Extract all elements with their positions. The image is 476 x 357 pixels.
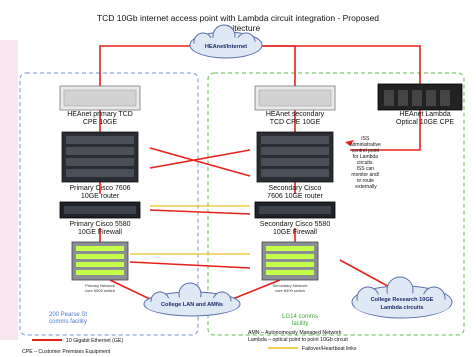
cpe-primary-label-line1: HEAnet primary TCD [67,111,133,118]
heanet-cloud-label: HEAnet/Internet [205,44,247,50]
switch-primary-label-line2: core 6509 switch [85,288,115,293]
cpe-primary-label-line2: CPE 10GE [83,119,118,126]
iss-line-7: or route [357,178,374,184]
iss-line-6: monitor and/ [351,172,379,178]
iss-line-5: ISS can [357,166,375,172]
secondary-facility-label-line2: facility [292,321,309,327]
college-lan-cloud-label: College LAN and AMNs [161,302,223,308]
legend-amn-text: AMN – Autonomously Managed Network [248,330,342,336]
legend-gige-text: 10 Gigabit Ethernet (GE) [66,338,123,344]
iss-annotation-text: ISS administrative control point for Lam… [350,136,382,190]
cpe-secondary-device [254,85,336,111]
router-primary-device [61,131,139,183]
research-lambda-cloud [351,276,453,319]
iss-line-8: externally [355,184,377,190]
lambda-cpe-label-line2: Optical 10GE CPE [396,119,454,126]
cpe-secondary-label-line1: HEAnet secondary [266,111,325,118]
router-primary-label-line1: Primary Cisco 7606 [69,185,130,192]
primary-facility-label-line2: comms facility [49,319,87,325]
failover-links [130,205,250,255]
iss-annotation: ISS administrative control point for Lam… [345,136,382,190]
lambda-cpe-device [377,83,463,111]
cpe-primary-device [59,85,141,111]
switch-secondary-device [261,241,319,281]
firewall-primary-label-line2: 10GE Firewall [78,229,122,236]
gige-links [99,45,421,301]
heanet-internet-cloud [189,24,263,59]
firewall-primary-label-line1: Primary Cisco 5580 [69,221,130,228]
secondary-facility-boundary [207,72,465,336]
iss-line-4: circuits. [357,160,374,166]
link-cross-1 [149,147,251,177]
firewall-secondary-label-line1: Secondary Cisco 5580 [260,221,331,228]
link-primary-switch-lan [109,279,153,301]
link-cloud-primary-cpe [99,45,190,86]
link-switch-research [339,259,396,291]
link-fw-cross [149,209,251,215]
firewall-secondary-device [254,201,336,219]
secondary-facility-label-line1: LG14 comms [282,314,318,320]
firewall-secondary-label-line2: 10GE Firewall [273,229,317,236]
cpe-secondary-label-line2: TCD CPE 10GE [270,119,321,126]
legend-failover-text: Failover/Heartbeat links [302,346,357,352]
link-cloud-secondary-cpe [262,45,296,86]
link-secondary-switch-lan [229,279,281,301]
research-cloud-label-line2: Lambda circuits [381,305,424,311]
legend: 10 Gigabit Ethernet (GE) CPE – Customer … [22,330,357,355]
firewall-primary-device [59,201,141,219]
college-lan-cloud [143,282,241,317]
link-cross-2 [149,149,251,169]
link-switch-cross [129,261,251,269]
research-cloud-label-line1: College Research 10GE [371,297,434,303]
router-secondary-label-line2: 7606 10GE router [267,193,323,200]
legend-lambda-text: Lambda – optical point to point 10Gb cir… [248,337,348,343]
router-primary-label-line2: 10GE router [81,193,120,200]
iss-line-1: administrative [350,142,381,148]
diagram-title-line2: architecture [216,23,261,33]
switch-secondary-label-line1: Secondary Network [273,283,308,288]
lambda-cpe-label-line1: HEAnet Lambda [399,111,450,118]
switch-primary-label-line1: Primary Network [85,283,115,288]
primary-facility-label-line1: 200 Pearse St [49,312,87,318]
iss-line-3: for Lambda [353,154,379,160]
switch-secondary-label-line2: core 6509 switch [275,288,305,293]
link-cloud-lambda-cpe [262,45,421,86]
legend-cpe-text: CPE – Customer Premises Equipment [22,349,111,355]
router-secondary-device [256,131,334,183]
iss-line-0: ISS [361,136,370,142]
left-edge-band [0,40,18,340]
iss-line-2: control point [352,148,380,154]
iss-arrow-icon [345,140,354,146]
diagram-title-line1: TCD 10Gb internet access point with Lamb… [97,13,379,23]
link-lambda-router [350,110,421,151]
switch-primary-device [71,241,129,281]
router-secondary-label-line1: Secondary Cisco [269,185,322,192]
